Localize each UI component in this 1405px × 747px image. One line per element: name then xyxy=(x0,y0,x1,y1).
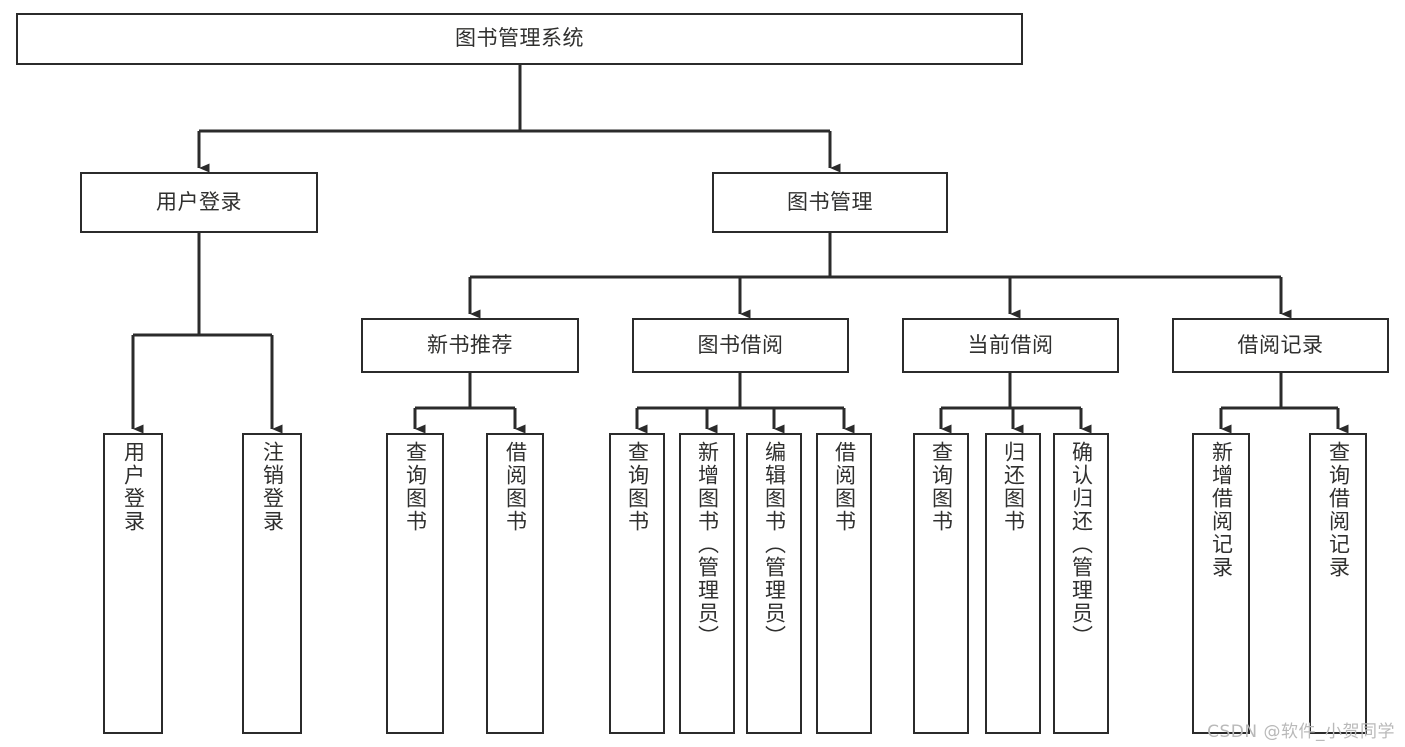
node-book-manage[interactable]: 图书管理 xyxy=(712,172,948,233)
node-leaf-user-login-label: 用户登录 xyxy=(121,441,146,533)
node-root-label: 图书管理系统 xyxy=(455,26,584,51)
node-leaf-edit-book[interactable]: 编辑图书（管理员） xyxy=(746,433,802,734)
node-leaf-borrow-book[interactable]: 借阅图书 xyxy=(816,433,872,734)
node-book-borrow[interactable]: 图书借阅 xyxy=(632,318,849,373)
node-user-login-label: 用户登录 xyxy=(156,189,242,214)
node-leaf-query-record[interactable]: 查询借阅记录 xyxy=(1309,433,1367,734)
node-leaf-borrow-book-rec-label: 借阅图书 xyxy=(503,441,528,533)
node-leaf-query-book-cur[interactable]: 查询图书 xyxy=(913,433,969,734)
node-leaf-add-record-label: 新增借阅记录 xyxy=(1209,441,1234,579)
node-leaf-confirm-return-label: 确认归还（管理员） xyxy=(1069,441,1094,648)
node-current-borrow-label: 当前借阅 xyxy=(967,332,1054,357)
node-leaf-return-book-label: 归还图书 xyxy=(1001,441,1026,533)
node-leaf-user-login[interactable]: 用户登录 xyxy=(103,433,163,734)
node-leaf-logout-label: 注销登录 xyxy=(260,441,285,533)
node-leaf-query-book-borrow-label: 查询图书 xyxy=(625,441,650,533)
node-book-borrow-label: 图书借阅 xyxy=(697,332,784,357)
node-new-book-rec[interactable]: 新书推荐 xyxy=(361,318,579,373)
node-book-manage-label: 图书管理 xyxy=(787,189,873,214)
node-leaf-add-record[interactable]: 新增借阅记录 xyxy=(1192,433,1250,734)
node-leaf-add-book[interactable]: 新增图书（管理员） xyxy=(679,433,735,734)
node-root[interactable]: 图书管理系统 xyxy=(16,13,1023,65)
node-current-borrow[interactable]: 当前借阅 xyxy=(902,318,1119,373)
node-leaf-query-book-borrow[interactable]: 查询图书 xyxy=(609,433,665,734)
node-new-book-rec-label: 新书推荐 xyxy=(427,332,513,357)
node-leaf-query-book-cur-label: 查询图书 xyxy=(929,441,954,533)
node-leaf-borrow-book-label: 借阅图书 xyxy=(832,441,857,533)
node-leaf-edit-book-label: 编辑图书（管理员） xyxy=(762,441,787,648)
node-leaf-query-book-rec[interactable]: 查询图书 xyxy=(386,433,444,734)
node-leaf-add-book-label: 新增图书（管理员） xyxy=(695,441,720,648)
node-user-login[interactable]: 用户登录 xyxy=(80,172,318,233)
node-leaf-return-book[interactable]: 归还图书 xyxy=(985,433,1041,734)
node-leaf-confirm-return[interactable]: 确认归还（管理员） xyxy=(1053,433,1109,734)
node-borrow-record[interactable]: 借阅记录 xyxy=(1172,318,1389,373)
node-borrow-record-label: 借阅记录 xyxy=(1237,332,1324,357)
node-leaf-query-book-rec-label: 查询图书 xyxy=(403,441,428,533)
node-leaf-borrow-book-rec[interactable]: 借阅图书 xyxy=(486,433,544,734)
node-leaf-logout[interactable]: 注销登录 xyxy=(242,433,302,734)
node-leaf-query-record-label: 查询借阅记录 xyxy=(1326,441,1351,579)
